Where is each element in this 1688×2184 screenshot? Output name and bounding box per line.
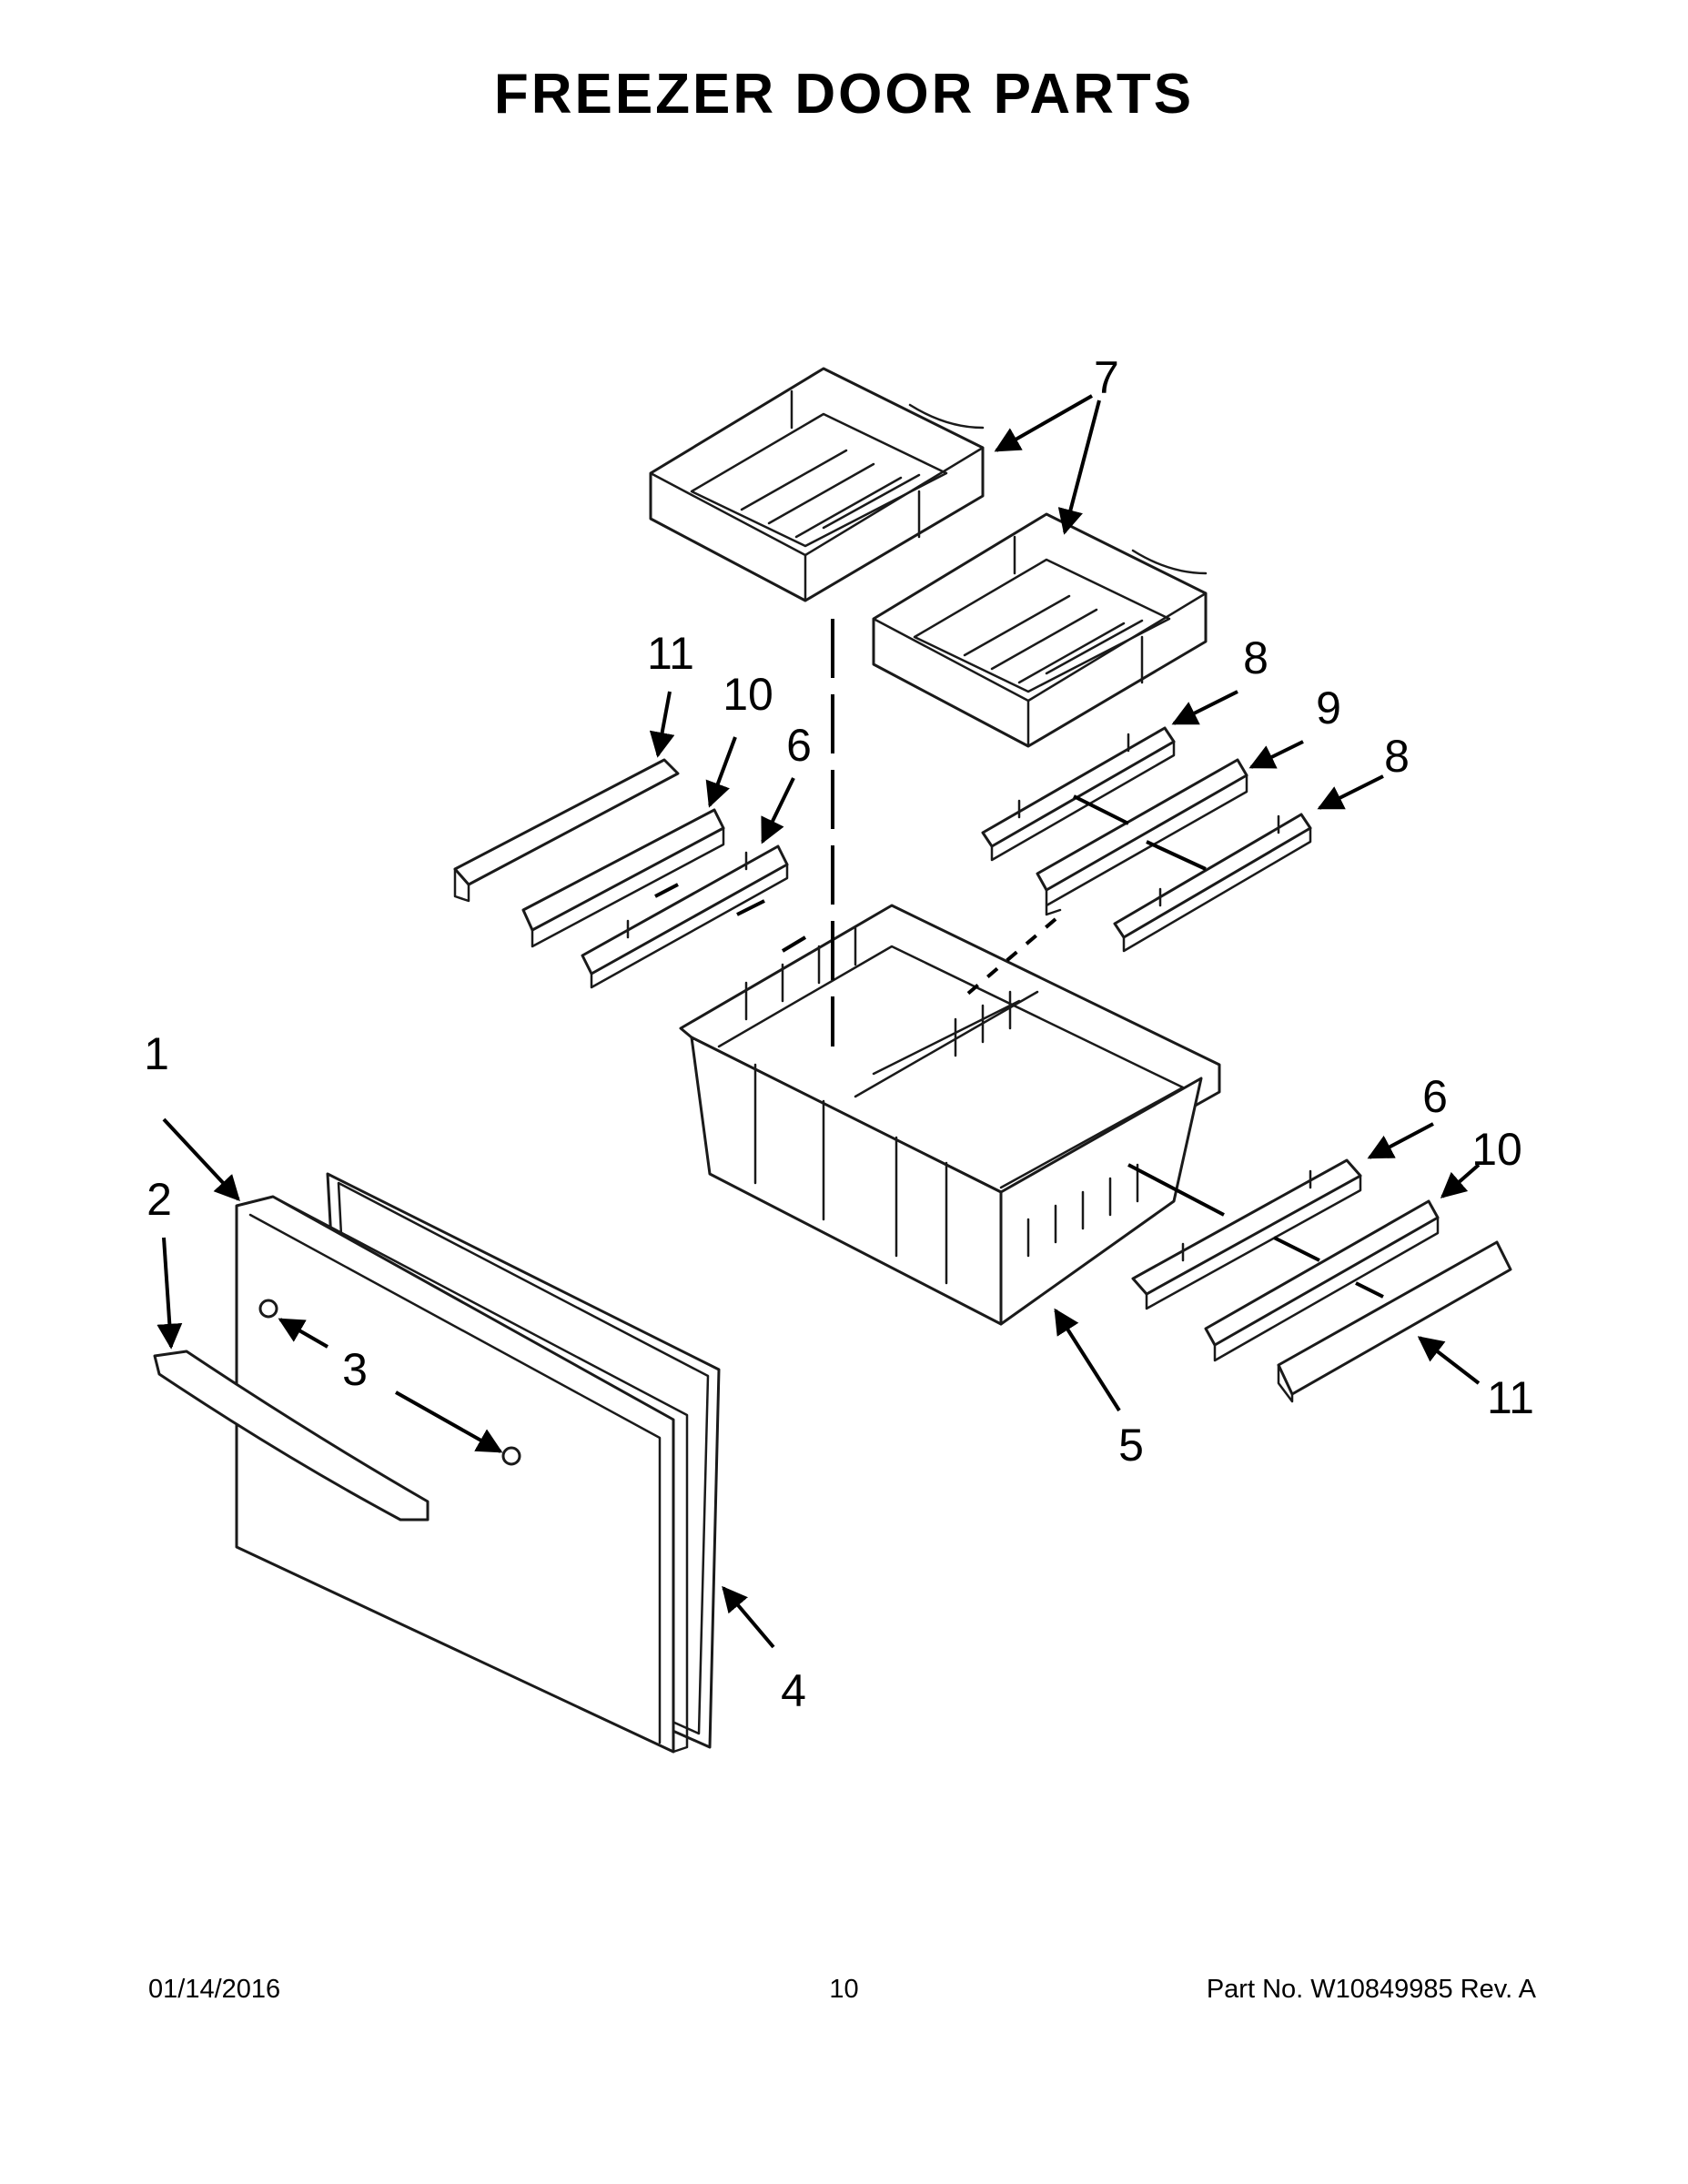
slide-9 bbox=[1036, 758, 1248, 916]
slide-rail-10-right bbox=[1204, 1199, 1440, 1362]
callout-8-upper: 8 bbox=[1243, 632, 1269, 683]
slide-8-upper bbox=[981, 726, 1176, 862]
slide-6-left bbox=[581, 844, 789, 989]
callout-5: 5 bbox=[1118, 1420, 1144, 1471]
callout-10-left: 10 bbox=[723, 669, 773, 720]
page-title: FREEZER DOOR PARTS bbox=[493, 63, 1195, 126]
callout-11-right: 11 bbox=[1487, 1372, 1534, 1423]
footer-date: 01/14/2016 bbox=[148, 1975, 281, 2004]
callout-6-left: 6 bbox=[786, 720, 812, 771]
callout-4: 4 bbox=[781, 1665, 806, 1716]
callout-10-right: 10 bbox=[1471, 1124, 1522, 1175]
freezer-door bbox=[235, 1195, 689, 1754]
footer-part-number: Part No. W10849985 Rev. A bbox=[1206, 1975, 1536, 2004]
callout-9: 9 bbox=[1316, 682, 1341, 733]
callout-11-left: 11 bbox=[647, 628, 694, 679]
slide-cover-11-left bbox=[453, 758, 680, 903]
callout-7: 7 bbox=[1094, 352, 1119, 403]
door-handle bbox=[153, 1350, 430, 1522]
callout-1: 1 bbox=[144, 1028, 169, 1079]
callout-3: 3 bbox=[342, 1344, 368, 1395]
slide-8-lower bbox=[1113, 813, 1312, 953]
slide-rail-10-left bbox=[521, 808, 725, 948]
upper-basket-left bbox=[649, 367, 985, 602]
callout-6-right: 6 bbox=[1422, 1071, 1448, 1122]
slide-cover-11-right bbox=[1277, 1240, 1512, 1403]
callout-8-lower: 8 bbox=[1384, 731, 1410, 782]
upper-basket-right bbox=[872, 512, 1208, 748]
callout-2: 2 bbox=[147, 1174, 172, 1225]
freezer-basket-bin bbox=[679, 904, 1221, 1326]
footer-page-number: 10 bbox=[829, 1975, 859, 2004]
handle-screws bbox=[258, 1299, 521, 1466]
slide-6-right bbox=[1131, 1158, 1362, 1310]
